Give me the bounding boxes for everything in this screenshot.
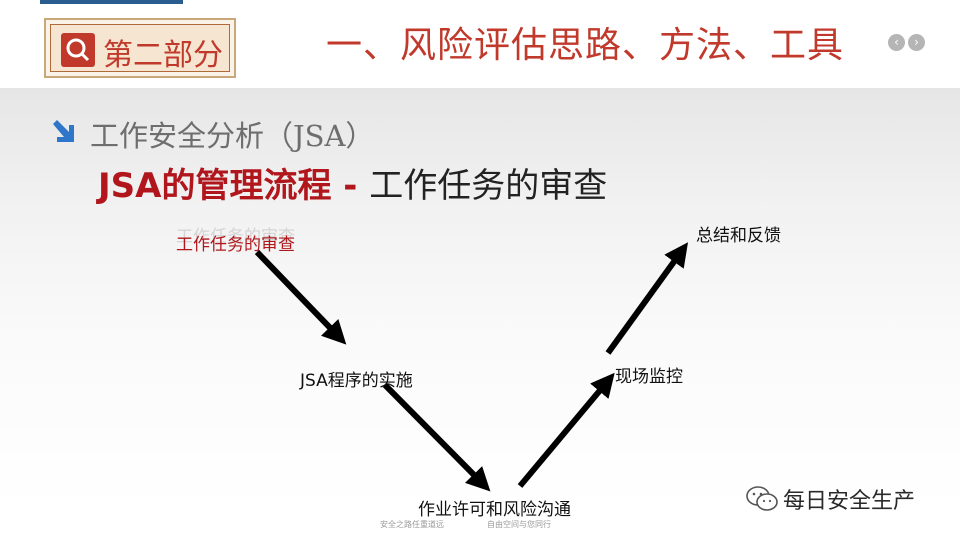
flow-arrow-3	[517, 372, 615, 488]
flow-step-2: JSA程序的实施	[300, 371, 413, 391]
page-title: 一、风险评估思路、方法、工具	[326, 25, 845, 66]
flow-step-3: 作业许可和风险沟通	[418, 500, 571, 520]
wechat-icon	[746, 486, 778, 511]
section-badge: 第二部分	[44, 18, 236, 78]
flow-arrow-4	[605, 242, 689, 355]
slide-subtitle: JSA的管理流程 - 工作任务的审查	[98, 158, 607, 207]
top-accent-strip	[40, 0, 183, 4]
flow-ghost-label: 工作任务的审查	[176, 227, 295, 247]
section-title: 工作安全分析（JSA）	[90, 119, 375, 153]
section-badge-frame: 第二部分	[50, 24, 230, 73]
footer-right-text: 自由空间与您同行	[487, 520, 551, 529]
previous-slide-button[interactable]: ‹	[888, 34, 905, 51]
section-badge-label: 第二部分	[103, 38, 223, 73]
flow-arrow-1	[254, 249, 347, 345]
subtitle-highlight: JSA的管理流程 -	[98, 166, 370, 206]
next-slide-button[interactable]: ›	[908, 34, 925, 51]
watermark-text: 每日安全生产	[783, 489, 916, 514]
header: 第二部分 一、风险评估思路、方法、工具 ‹ ›	[0, 0, 960, 88]
content-area	[0, 88, 960, 540]
arrow-down-right-icon	[53, 120, 74, 142]
flow-step-4: 现场监控	[615, 367, 683, 387]
search-icon	[61, 33, 95, 67]
footer-left-text: 安全之路任重道远	[380, 520, 444, 529]
subtitle-text: 工作任务的审查	[369, 166, 608, 206]
flow-step-5: 总结和反馈	[696, 226, 781, 246]
flow-step-1: 工作任务的审查	[176, 235, 295, 255]
flow-arrow-2	[382, 382, 491, 492]
